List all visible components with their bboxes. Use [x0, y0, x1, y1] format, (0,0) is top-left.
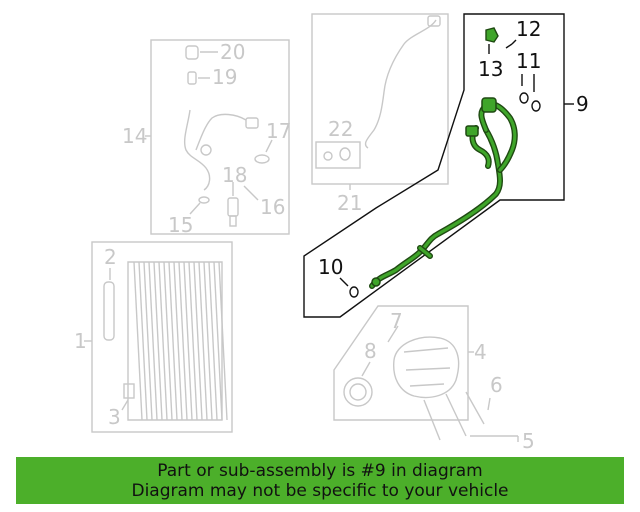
condenser-fin	[193, 261, 203, 421]
callout-20: 20	[220, 40, 245, 64]
callout-9: 9	[576, 92, 589, 116]
part-20-cap	[185, 45, 218, 60]
part-10-oring	[349, 286, 359, 298]
callout-18: 18	[222, 163, 247, 187]
banner-line-2: Diagram may not be specific to your vehi…	[131, 481, 509, 501]
callout-5: 5	[522, 429, 535, 453]
group-1-condenser	[84, 241, 233, 433]
part-9-liquid-line	[369, 97, 518, 289]
callout-15: 15	[168, 213, 193, 237]
part-14-hose	[183, 109, 259, 191]
condenser-fin	[143, 261, 153, 421]
parts-diagram: 14 20 19 17 18 16 15	[74, 13, 589, 453]
condenser-fin	[218, 261, 228, 421]
part-12-valve-core	[505, 39, 517, 49]
callout-16: 16	[260, 195, 285, 219]
callout-21: 21	[337, 191, 362, 215]
part-5-bolts	[423, 391, 519, 442]
condenser-fin	[178, 261, 188, 421]
condenser-fin	[208, 261, 218, 421]
callout-22: 22	[328, 117, 353, 141]
condenser-fin	[163, 261, 173, 421]
part-13-cap	[485, 27, 499, 43]
condenser-fin	[168, 261, 178, 421]
condenser-fin	[138, 261, 148, 421]
callout-6: 6	[490, 373, 503, 397]
info-banner: Part or sub-assembly is #9 in diagram Di…	[16, 457, 624, 504]
callout-12: 12	[516, 17, 541, 41]
condenser-fin	[203, 261, 213, 421]
callout-10: 10	[318, 255, 343, 279]
part-19-valve	[187, 71, 210, 85]
group-9-box	[303, 13, 574, 318]
part-17-fitting	[254, 139, 273, 164]
callout-14: 14	[122, 124, 147, 148]
condenser-fin	[188, 261, 198, 421]
part-11-orings	[519, 74, 541, 112]
callout-3: 3	[108, 405, 121, 429]
callout-2: 2	[104, 245, 117, 269]
callout-11: 11	[516, 49, 541, 73]
part-15-oring	[198, 196, 210, 204]
callout-1: 1	[74, 329, 87, 353]
banner-line-1: Part or sub-assembly is #9 in diagram	[157, 461, 483, 481]
callout-8: 8	[364, 339, 377, 363]
callout-17: 17	[266, 119, 291, 143]
condenser-fin	[173, 261, 183, 421]
condenser-fin	[198, 261, 208, 421]
condenser-fin	[153, 261, 163, 421]
condenser-fin	[158, 261, 168, 421]
group-21-box	[311, 13, 449, 190]
callout-19: 19	[212, 65, 237, 89]
condenser-fin	[133, 261, 143, 421]
condenser-fin	[148, 261, 158, 421]
condenser-fin	[213, 261, 223, 421]
callout-4: 4	[474, 340, 487, 364]
group-4-compressor	[333, 305, 474, 421]
callout-7: 7	[390, 309, 403, 333]
condenser-fin	[183, 261, 193, 421]
part-18-sensor	[227, 182, 239, 227]
callout-13: 13	[478, 57, 503, 81]
group-14-box	[145, 39, 290, 235]
